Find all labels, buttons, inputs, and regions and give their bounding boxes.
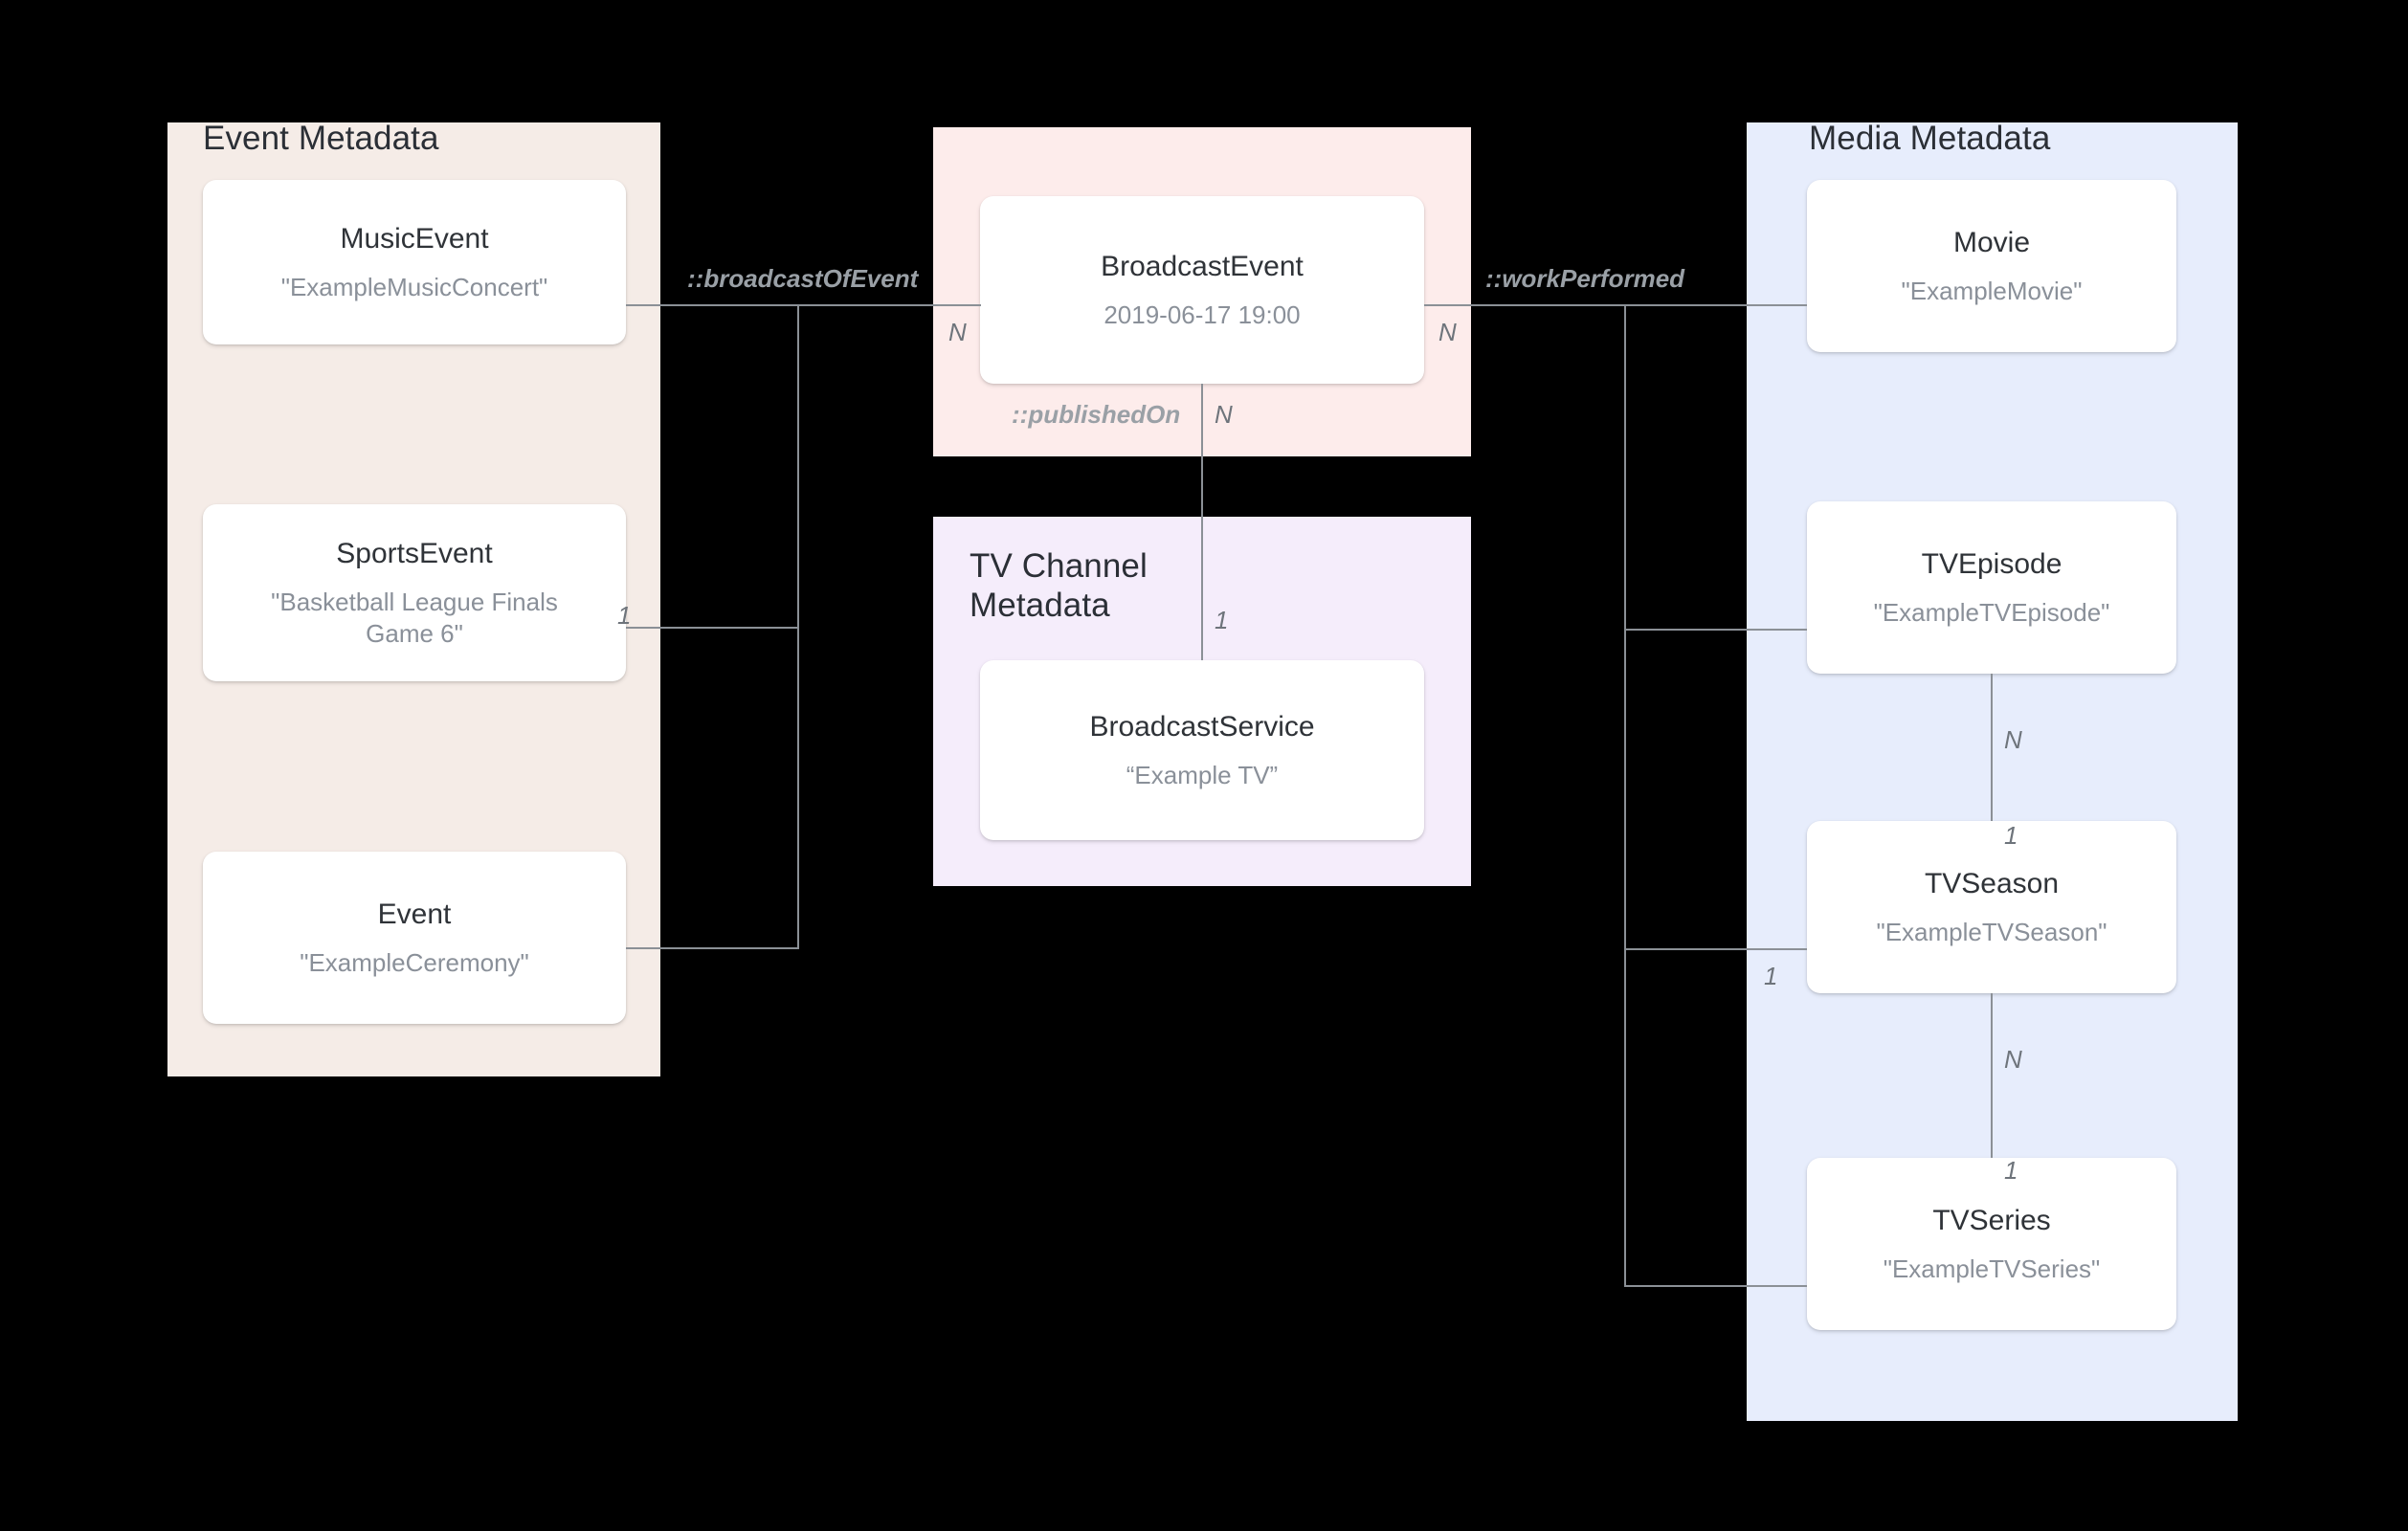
cardinality-tv-season-1: 1 [2004, 821, 2018, 850]
cardinality-tv-series-1: 1 [2004, 1156, 2018, 1185]
entity-card-music-event[interactable]: MusicEvent "ExampleMusicConcert" [203, 180, 626, 344]
entity-value-tv-series: "ExampleTVSeries" [1883, 1254, 2101, 1283]
entity-name-event: Event [377, 898, 452, 930]
entity-card-event[interactable]: Event "ExampleCeremony" [203, 852, 626, 1024]
connector-event-trunk [797, 304, 799, 949]
entity-value-music-event: "ExampleMusicConcert" [280, 272, 548, 301]
connector-media-trunk [1624, 304, 1626, 1285]
connector-tv-episode-branch [1624, 629, 1807, 631]
group-title-media-metadata: Media Metadata [1809, 120, 2051, 157]
entity-value-tv-season: "ExampleTVSeason" [1876, 917, 2107, 946]
group-title-tv-channel-metadata: TV Channel Metadata [970, 547, 1148, 624]
cardinality-sports-event-1: 1 [617, 601, 632, 630]
entity-value-tv-episode: "ExampleTVEpisode" [1873, 597, 2110, 627]
entity-value-broadcast-service: “Example TV” [1126, 760, 1279, 789]
group-title-event-metadata: Event Metadata [203, 120, 439, 157]
entity-card-tv-episode[interactable]: TVEpisode "ExampleTVEpisode" [1807, 501, 2176, 674]
connector-tv-episode-to-tv-season [1991, 674, 1993, 821]
entity-value-movie: "ExampleMovie" [1901, 276, 2083, 305]
entity-value-broadcast-event: 2019-06-17 19:00 [1104, 300, 1301, 329]
relationship-label-published-on: ::publishedOn [1012, 400, 1181, 429]
relationship-label-work-performed: ::workPerformed [1485, 264, 1685, 293]
entity-value-sports-event: "Basketball League Finals Game 6" [271, 588, 558, 648]
cardinality-published-on-n: N [1215, 400, 1233, 429]
connector-event-stub [626, 947, 799, 949]
entity-name-sports-event: SportsEvent [336, 538, 493, 570]
entity-card-tv-series[interactable]: TVSeries "ExampleTVSeries" [1807, 1158, 2176, 1330]
connector-published-on [1201, 384, 1203, 660]
cardinality-broadcast-event-left: N [948, 318, 967, 346]
cardinality-broadcast-event-right: N [1438, 318, 1457, 346]
connector-music-event-stub [626, 304, 799, 306]
cardinality-broadcast-service-1: 1 [1215, 606, 1229, 634]
entity-card-tv-season[interactable]: TVSeason "ExampleTVSeason" [1807, 821, 2176, 993]
entity-value-event: "ExampleCeremony" [300, 947, 529, 977]
connector-sports-event-stub [626, 627, 799, 629]
entity-card-broadcast-event[interactable]: BroadcastEvent 2019-06-17 19:00 [980, 196, 1424, 384]
entity-name-music-event: MusicEvent [340, 222, 489, 255]
entity-card-movie[interactable]: Movie "ExampleMovie" [1807, 180, 2176, 352]
cardinality-tv-season-n: N [2004, 1045, 2022, 1074]
entity-name-tv-series: TVSeries [1932, 1204, 2051, 1236]
entity-name-tv-season: TVSeason [1924, 867, 2060, 899]
entity-name-movie: Movie [1952, 226, 2031, 258]
entity-name-broadcast-event: BroadcastEvent [1101, 250, 1304, 282]
connector-tv-season-branch [1624, 948, 1807, 950]
connector-tv-season-to-tv-series [1991, 993, 1993, 1158]
entity-name-tv-episode: TVEpisode [1921, 547, 2062, 580]
connector-broadcast-of-event-lead [797, 304, 981, 306]
relationship-label-broadcast-of-event: ::broadcastOfEvent [687, 264, 919, 293]
connector-work-performed-lead [1424, 304, 1807, 306]
entity-card-broadcast-service[interactable]: BroadcastService “Example TV” [980, 660, 1424, 840]
entity-card-sports-event[interactable]: SportsEvent "Basketball League Finals Ga… [203, 504, 626, 681]
cardinality-tv-episode-n: N [2004, 725, 2022, 754]
entity-name-broadcast-service: BroadcastService [1089, 710, 1315, 743]
connector-tv-series-branch [1624, 1285, 1807, 1287]
cardinality-tv-season-left-1: 1 [1764, 962, 1778, 990]
